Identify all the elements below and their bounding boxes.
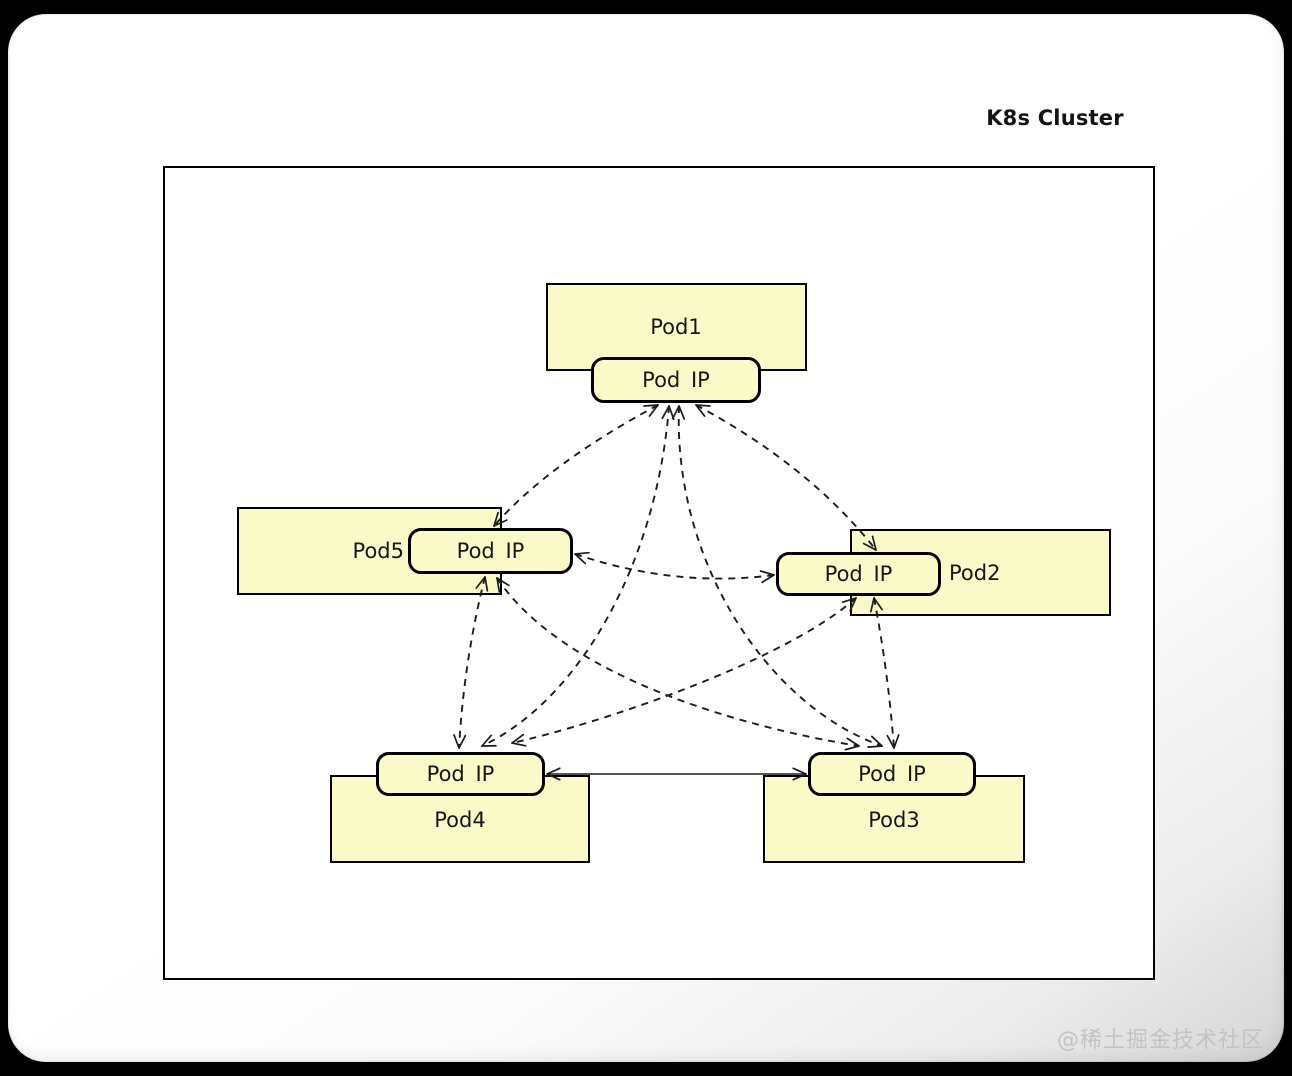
pod1-label: Pod1 (650, 315, 702, 339)
pod5-ip-node: Pod IP (408, 528, 573, 574)
pod3-ip-label: Pod IP (858, 762, 926, 786)
pod1-box (546, 283, 807, 371)
pod2-ip-node: Pod IP (776, 552, 941, 596)
watermark: @稀土掘金技术社区 (1056, 1028, 1264, 1053)
diagram-title: K8s Cluster (986, 106, 1124, 130)
pod5-label: Pod5 (352, 539, 404, 563)
pod4-ip-label: Pod IP (426, 762, 495, 786)
pod2-label: Pod2 (949, 561, 1001, 585)
pod1-ip-label: Pod IP (642, 368, 710, 392)
pod1-ip-node: Pod IP (591, 357, 761, 403)
pod2-ip-label: Pod IP (824, 562, 893, 586)
pod5-ip-label: Pod IP (456, 539, 525, 563)
pod3-label: Pod3 (868, 808, 920, 832)
pod4-ip-node: Pod IP (376, 752, 545, 796)
pod3-ip-node: Pod IP (808, 752, 976, 796)
screenshot-card: K8s Cluster Pod1 Pod IP Pod2 Pod IP Pod3… (8, 14, 1284, 1062)
pod4-label: Pod4 (434, 808, 486, 832)
